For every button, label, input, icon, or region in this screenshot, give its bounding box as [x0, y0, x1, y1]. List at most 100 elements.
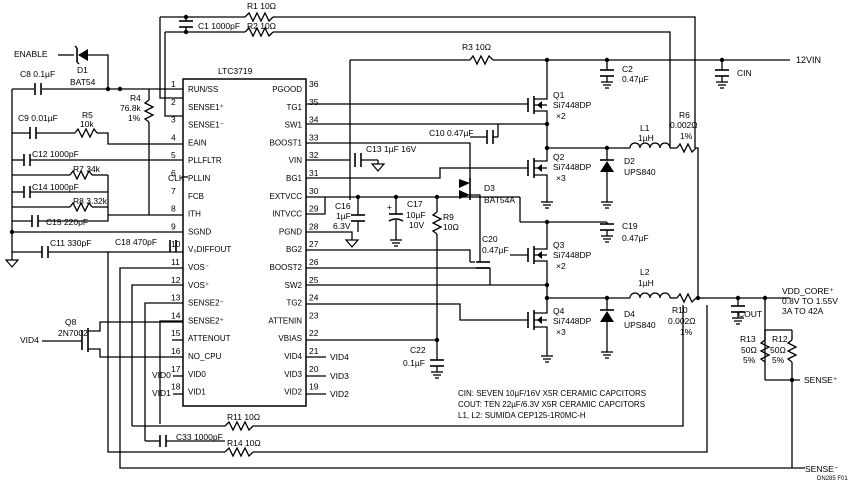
ic-pin-label: BOOST2 [270, 263, 303, 272]
r8-label: R8 3.32k [73, 196, 108, 206]
l2-value: 1µH [638, 278, 654, 288]
q1-count: ×2 [556, 111, 566, 121]
note-cout: COUT: TEN 22µF/6.3V X5R CERAMIC CAPCITOR… [458, 400, 645, 409]
vid3-label: VID3 [330, 371, 349, 381]
ic-pin-label: TG1 [286, 103, 302, 112]
c2-label: C2 [622, 64, 633, 74]
q3-mosfet [527, 222, 548, 298]
c22-value: 0.1µF [403, 358, 425, 368]
ic-pin-number: 24 [309, 293, 319, 303]
r4-label: R4 [130, 93, 141, 103]
ic-pin-label: ATTENIN [268, 316, 302, 325]
ic-pin-label: V₀DIFFOUT [188, 245, 231, 254]
c19-value: 0.47µF [622, 233, 649, 243]
ic-pin-label: FCB [188, 192, 204, 201]
q4-count: ×3 [556, 327, 566, 337]
q1-mosfet [527, 60, 548, 148]
ic-pin-label: PLLIN [188, 174, 210, 183]
ic-pin-number: 20 [309, 364, 319, 374]
c17-plus: + [387, 202, 392, 212]
ic-pin-label: ATTENOUT [188, 334, 231, 343]
vout-current: 3A TO 42A [782, 306, 824, 316]
enable-label: ENABLE [14, 49, 48, 59]
d4-label: D4 [624, 309, 635, 319]
vid4-label: VID4 [330, 352, 349, 362]
ic-pin-number: 33 [309, 132, 319, 142]
r10-value: 0.002Ω [668, 316, 696, 326]
l1-value: 1µH [638, 133, 654, 143]
ic-pin-number: 23 [309, 310, 319, 320]
ic-pin-label: PGND [279, 227, 302, 236]
r5-label: R5 [82, 110, 93, 120]
c11-label: C11 330pF [50, 238, 91, 248]
r11-label: R11 10Ω [227, 412, 260, 422]
q2-mosfet [527, 148, 548, 196]
r12-value: 50Ω [770, 345, 786, 355]
q4-mosfet [527, 298, 548, 350]
d3-label: D3 [484, 183, 495, 193]
r9-label: R9 [443, 212, 454, 222]
ic-pin-number: 11 [171, 257, 180, 267]
sense-plus-label: SENSE⁺ [804, 375, 838, 385]
d4-part: UPS840 [624, 320, 656, 330]
c10-label: C10 0.47µF [429, 128, 474, 138]
ic-pin-label: VBIAS [278, 334, 302, 343]
r13-tol: 5% [743, 355, 756, 365]
ic-pin-number: 6 [171, 168, 176, 178]
ic-pin-label: VID3 [284, 370, 302, 379]
ic-pin-label: SGND [188, 227, 211, 236]
note-cin: CIN: SEVEN 10µF/16V X5R CERAMIC CAPCITOR… [458, 389, 646, 398]
vout-range: 0.8V TO 1.55V [782, 296, 838, 306]
q4-label: Q4 [553, 306, 565, 316]
ic-pin-number: 19 [309, 382, 319, 392]
c8-label: C8 0.1µF [20, 69, 55, 79]
c1-label: C1 1000pF [198, 21, 240, 31]
r13-value: 50Ω [741, 345, 757, 355]
d1-label: D1 [77, 65, 88, 75]
ic-pin-label: SENSE2⁻ [188, 299, 224, 308]
ic-pin-number: 15 [171, 328, 181, 338]
ic-pin-number: 4 [171, 132, 176, 142]
r12-label: R12 [772, 334, 788, 344]
ic-pin-label: VOS⁻ [188, 263, 209, 272]
r6-value: 0.002Ω [670, 120, 698, 130]
ic-pin-label: SENSE1⁺ [188, 103, 224, 112]
ic-pin-number: 25 [309, 275, 319, 285]
ic-pin-label: SENSE2⁺ [188, 316, 224, 325]
ic-pin-number: 7 [171, 186, 176, 196]
ic-pin-number: 31 [309, 168, 319, 178]
d2-part: UPS840 [624, 167, 656, 177]
r10-tol: 1% [680, 327, 693, 337]
ic-pin-label: VID1 [188, 388, 206, 397]
r6-label: R6 [679, 110, 690, 120]
ic-pin-number: 13 [171, 293, 181, 303]
ic-pin-number: 21 [309, 346, 319, 356]
q8-part: 2N7002 [58, 328, 88, 338]
c13-label: C13 1µF 16V [366, 144, 417, 154]
c12-label: C12 1000pF [32, 149, 79, 159]
c16-label: C16 [335, 201, 351, 211]
ic-pin-label: BG1 [286, 174, 303, 183]
sense-minus-label: SENSE⁻ [805, 464, 839, 474]
ic-pin-number: 26 [309, 257, 319, 267]
ic-pin-number: 5 [171, 150, 176, 160]
ic-pin-label: VIN [289, 156, 303, 165]
cin-label: CIN [737, 68, 752, 78]
r10-label: R10 [672, 305, 688, 315]
ic-pin-label: RUN/SS [188, 85, 218, 94]
d2-label: D2 [624, 156, 635, 166]
c17-label: C17 [407, 199, 423, 209]
l2-label: L2 [640, 267, 650, 277]
c16-voltage: 6.3V [333, 221, 351, 231]
ic-pin-number: 28 [309, 221, 319, 231]
ic-pin-number: 8 [171, 204, 176, 214]
c17-voltage: 10V [409, 220, 424, 230]
d1-part: BAT54 [70, 77, 96, 87]
q2-label: Q2 [553, 152, 565, 162]
r6-tol: 1% [680, 131, 693, 141]
ic-pin-label: BG2 [286, 245, 303, 254]
ic-pin-group: 1RUN/SS2SENSE1⁺3SENSE1⁻4EAIN5PLLFLTR6PLL… [171, 79, 319, 397]
c14-label: C14 1000pF [32, 182, 79, 192]
c16-value: 1µF [336, 211, 351, 221]
